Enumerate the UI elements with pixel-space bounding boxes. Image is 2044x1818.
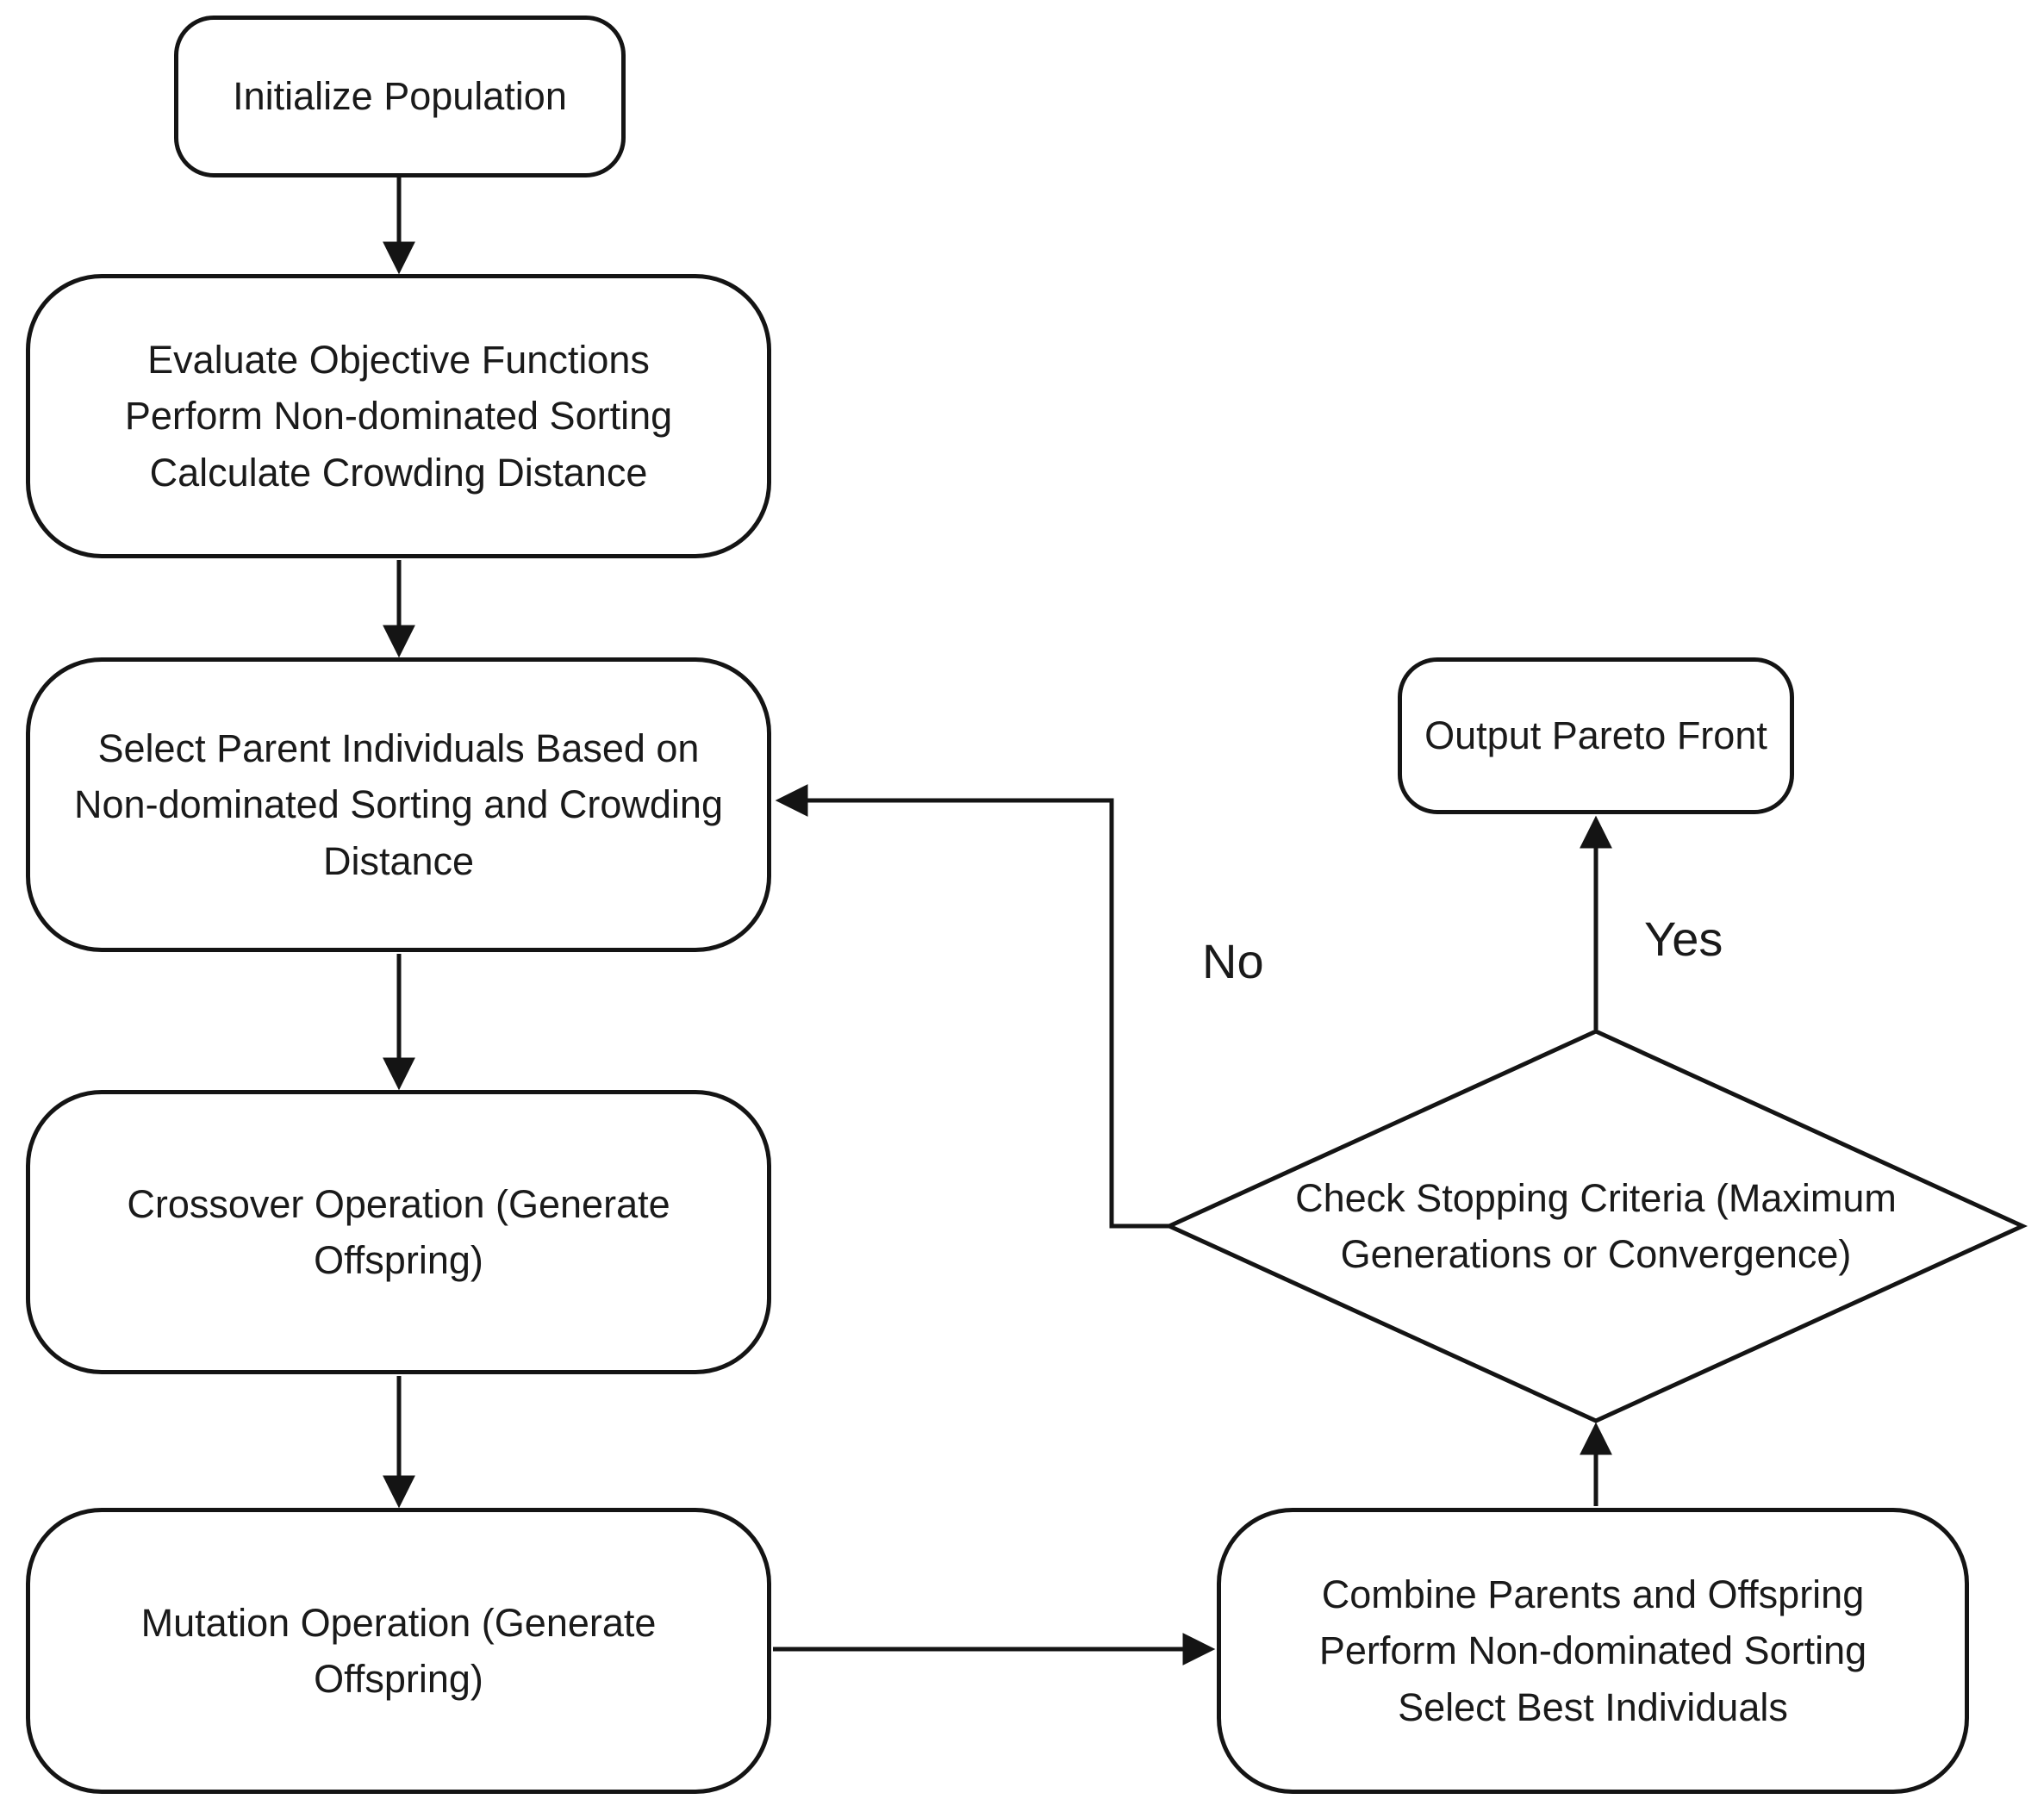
yes-edge-label: Yes [1644, 912, 1723, 966]
select-parents-node: Select Parent Individuals Based on Non-d… [26, 657, 771, 952]
mutation-operation-node: Mutation Operation (Generate Offspring) [26, 1508, 771, 1794]
no-edge-label: No [1202, 934, 1264, 988]
decision-diamond-shape [1163, 1029, 2028, 1423]
combine-select-best-node: Combine Parents and Offspring Perform No… [1217, 1508, 1969, 1794]
output-pareto-front-node: Output Pareto Front [1398, 657, 1794, 814]
evaluate-objectives-node: Evaluate Objective Functions Perform Non… [26, 274, 771, 558]
stopping-criteria-decision-label: Check Stopping Criteria (Maximum Generat… [1295, 1176, 1897, 1277]
arrow-decision-no-to-select [775, 784, 1169, 1229]
initialize-population-node: Initialize Population [174, 16, 626, 177]
crossover-operation-node: Crossover Operation (Generate Offspring) [26, 1090, 771, 1374]
